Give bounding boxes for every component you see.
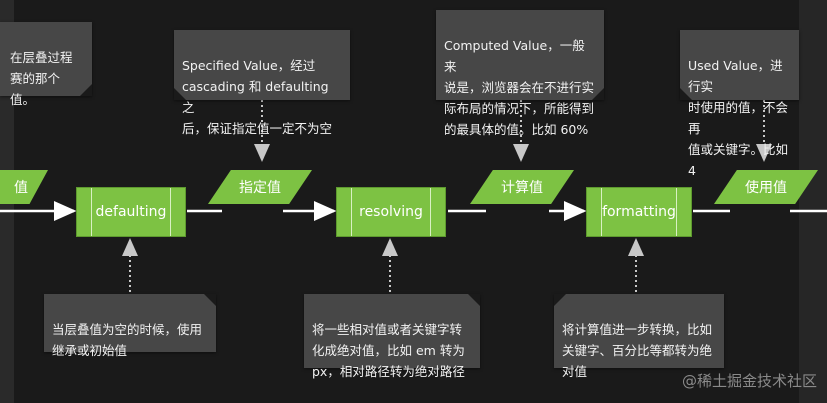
note-formatting-text: 将计算值进一步转换，比如 关键字、百分比等都转为绝 对值 [562, 322, 713, 379]
value-computed-label: 计算值 [501, 180, 543, 196]
note-computed-text: Computed Value，一般来 说是，浏览器会在不进行实 际布局的情况下，… [444, 38, 595, 137]
note-resolving-text: 将一些相对值或者关键字转 化成绝对值，比如 em 转为 px，相对路径转为绝对路… [312, 322, 465, 379]
note-defaulting: 当层叠值为空的时候，使用 继承或初始值 [44, 294, 216, 358]
value-cascaded: 值 [0, 170, 48, 204]
process-resolving-label: resolving [359, 204, 423, 220]
value-used-label: 使用值 [745, 180, 787, 196]
value-cascaded-label: 值 [14, 180, 28, 196]
note-specified-value: Specified Value，经过 cascading 和 defaultin… [174, 30, 350, 136]
value-used: 使用值 [714, 170, 818, 204]
note-used-text: Used Value，进行实 时使用的值，不会再 值或关键字。比如 4 [688, 58, 789, 178]
process-defaulting-label: defaulting [95, 204, 167, 220]
process-resolving: resolving [336, 187, 446, 237]
note-resolving: 将一些相对值或者关键字转 化成绝对值，比如 em 转为 px，相对路径转为绝对路… [304, 294, 480, 379]
note-cascaded-text: 在层叠过程 赛的那个值。 [10, 50, 73, 107]
process-formatting: formatting [586, 187, 692, 237]
right-panel-edge [799, 0, 827, 403]
note-cascaded-value: 在层叠过程 赛的那个值。 [0, 22, 92, 107]
note-defaulting-text: 当层叠值为空的时候，使用 继承或初始值 [52, 322, 203, 358]
note-specified-text: Specified Value，经过 cascading 和 defaultin… [182, 58, 333, 136]
process-defaulting: defaulting [76, 187, 186, 237]
note-formatting: 将计算值进一步转换，比如 关键字、百分比等都转为绝 对值 [554, 294, 724, 379]
watermark: @稀土掘金技术社区 [681, 372, 817, 390]
value-specified-label: 指定值 [239, 180, 281, 196]
value-specified: 指定值 [208, 170, 312, 204]
note-computed-value: Computed Value，一般来 说是，浏览器会在不进行实 际布局的情况下，… [436, 10, 604, 137]
note-used-value: Used Value，进行实 时使用的值，不会再 值或关键字。比如 4 [680, 30, 799, 178]
process-formatting-label: formatting [602, 204, 676, 220]
value-computed: 计算值 [470, 170, 574, 204]
